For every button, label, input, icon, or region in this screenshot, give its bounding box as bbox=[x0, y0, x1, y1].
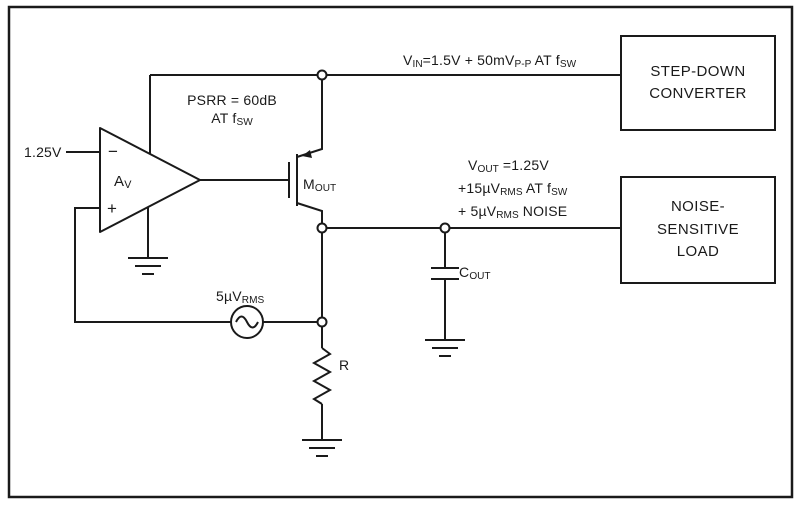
noise-load-box-line3: LOAD bbox=[676, 243, 720, 261]
output-capacitor bbox=[431, 267, 459, 280]
opamp-minus-input-label: − bbox=[108, 142, 118, 161]
noise-load-box-line2: SENSITIVE bbox=[657, 220, 739, 238]
mosfet-source-lead bbox=[296, 202, 323, 228]
noise-source bbox=[230, 305, 264, 339]
resistor-ground-symbol bbox=[302, 439, 342, 457]
mosfet-label: MOUT bbox=[303, 176, 337, 194]
cap-node bbox=[439, 222, 451, 234]
vout-line1: VOUT =1.25V bbox=[468, 157, 549, 175]
op-amp-triangle bbox=[99, 127, 201, 233]
sine-wave-icon bbox=[235, 315, 259, 329]
mosfet bbox=[288, 75, 323, 228]
psrr-line2: AT fSW bbox=[211, 109, 253, 128]
feedback-wire bbox=[74, 207, 231, 323]
noise-source-label: 5µVRMS bbox=[216, 288, 265, 306]
opamp-ground-symbol bbox=[128, 257, 168, 275]
psrr-line1: PSRR = 60dB bbox=[187, 92, 277, 108]
vin-label: VIN=1.5V + 50mVP-P AT fSW bbox=[403, 52, 577, 70]
vin-node bbox=[316, 69, 328, 81]
junction-nodes bbox=[316, 69, 451, 328]
noise-sensitive-load-box: NOISE- SENSITIVE LOAD bbox=[620, 176, 776, 284]
resistor-zigzag bbox=[311, 347, 333, 405]
vout-line2: +15µVRMS AT fSW bbox=[458, 179, 568, 198]
diagram-border bbox=[7, 5, 794, 499]
capacitor-label: COUT bbox=[459, 264, 491, 282]
vref-label: 1.25V bbox=[24, 144, 62, 160]
capacitor-ground-symbol bbox=[425, 339, 465, 357]
psrr-label: PSRR = 60dB AT fSW bbox=[166, 92, 298, 129]
op-amp bbox=[99, 127, 201, 275]
vout-label: VOUT =1.25V +15µVRMS AT fSW + 5µVRMS NOI… bbox=[458, 156, 567, 224]
opamp-gain-label: AV bbox=[114, 173, 132, 191]
wires bbox=[66, 74, 620, 440]
vout-node bbox=[316, 222, 328, 234]
noise-load-box-line1: NOISE- bbox=[670, 198, 726, 216]
resistor-label: R bbox=[339, 357, 350, 373]
mosfet-arrow bbox=[302, 150, 312, 158]
mosfet-drain-lead bbox=[296, 75, 323, 158]
step-down-converter-box: STEP-DOWN CONVERTER bbox=[620, 35, 776, 131]
vout-line3: + 5µVRMS NOISE bbox=[458, 202, 568, 221]
opamp-plus-input-label: + bbox=[107, 199, 117, 218]
feedback-node bbox=[316, 316, 328, 328]
step-down-box-line1: STEP-DOWN bbox=[650, 62, 746, 80]
resistor bbox=[311, 347, 333, 405]
step-down-box-line2: CONVERTER bbox=[649, 85, 747, 102]
